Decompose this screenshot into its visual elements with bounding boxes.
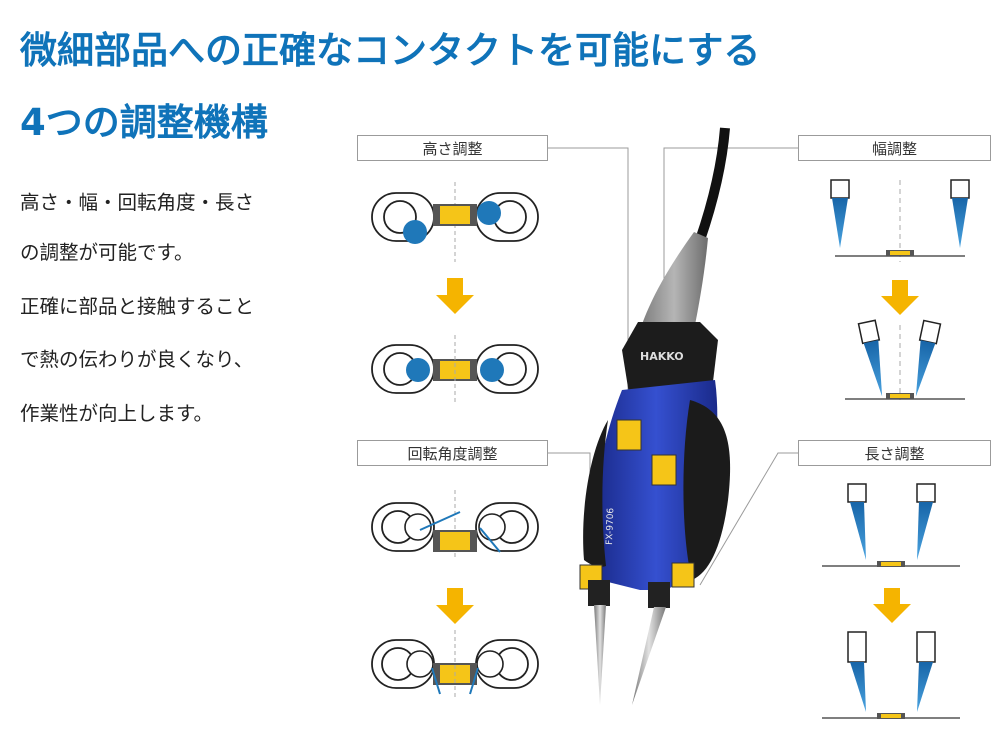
down-arrow-icon bbox=[873, 588, 911, 623]
page-subtitle: 4つの調整機構 bbox=[20, 101, 268, 144]
svg-text:FX-9706: FX-9706 bbox=[605, 507, 616, 545]
label-rotation-adjust: 回転角度調整 bbox=[357, 440, 548, 466]
width-adjust-diagram bbox=[830, 179, 970, 400]
label-length-adjust: 長さ調整 bbox=[798, 440, 991, 466]
down-arrow-icon bbox=[436, 588, 474, 624]
height-adjust-diagram bbox=[371, 182, 539, 405]
description-line: の調整が可能です。 bbox=[20, 241, 194, 264]
description-line: 正確に部品と接触すること bbox=[20, 295, 255, 318]
brand-logo: HAKKO bbox=[640, 350, 684, 363]
down-arrow-icon bbox=[881, 280, 919, 315]
label-height-adjust: 高さ調整 bbox=[357, 135, 548, 161]
soldering-tweezers-image: HAKKO FX-9706 bbox=[579, 127, 731, 705]
description-line: で熱の伝わりが良くなり、 bbox=[20, 348, 254, 371]
down-arrow-icon bbox=[436, 278, 474, 314]
label-width-adjust: 幅調整 bbox=[798, 135, 991, 161]
length-adjust-diagram bbox=[822, 483, 960, 719]
rotation-adjust-diagram bbox=[371, 490, 539, 700]
description-line: 高さ・幅・回転角度・長さ bbox=[20, 191, 255, 214]
page-title: 微細部品への正確なコンタクトを可能にする bbox=[20, 29, 761, 72]
description-line: 作業性が向上します。 bbox=[20, 402, 214, 425]
